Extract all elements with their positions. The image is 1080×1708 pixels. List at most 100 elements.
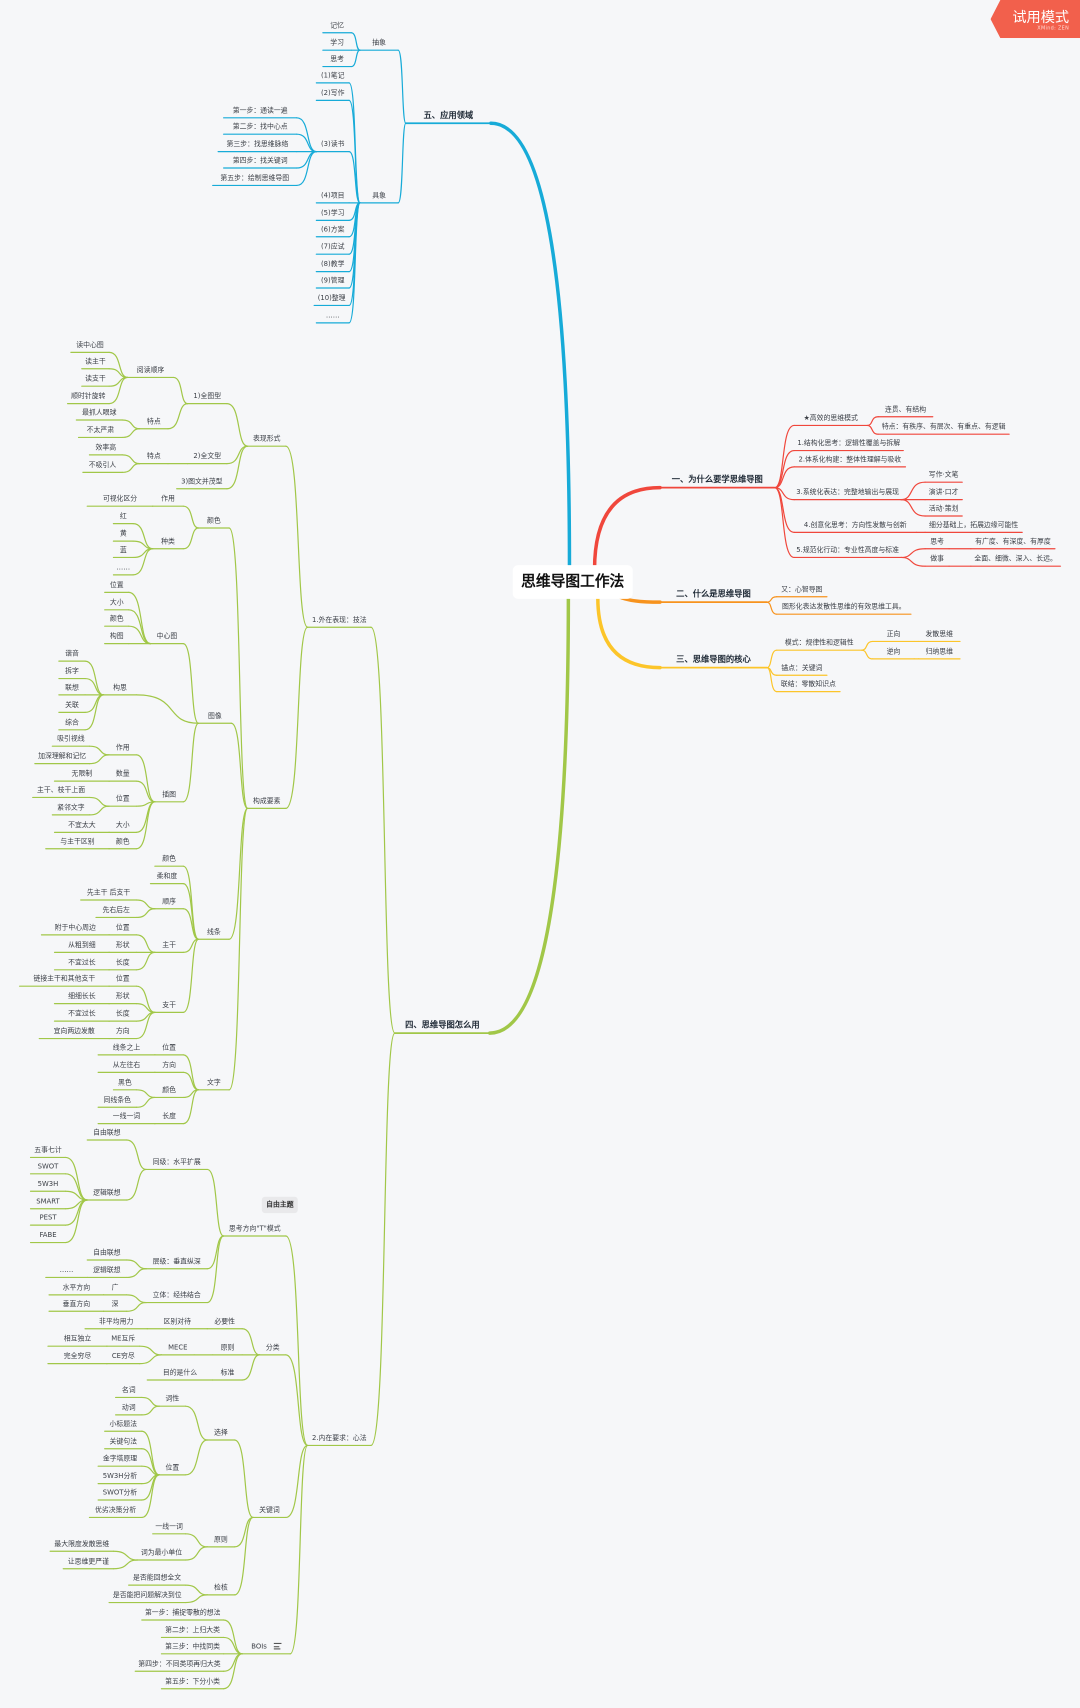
subtopic[interactable]: 写作·文笔 — [925, 470, 962, 481]
subtopic[interactable]: 五事七计 — [31, 1145, 66, 1156]
subtopic[interactable]: 第二步：找中心点 — [224, 122, 297, 133]
floating-topic[interactable]: 自由主题 — [261, 1196, 299, 1214]
subtopic[interactable]: 文字 — [199, 1078, 230, 1089]
subtopic[interactable]: 逆向 — [873, 647, 914, 658]
subtopic[interactable]: 宜向两边发散 — [39, 1027, 109, 1038]
subtopic[interactable]: 相互独立 — [48, 1334, 107, 1345]
subtopic[interactable]: 最抓人眼球 — [76, 408, 122, 419]
subtopic[interactable]: 位置 — [155, 1043, 183, 1054]
subtopic[interactable]: 2)全文型 — [188, 452, 227, 463]
subtopic[interactable]: 原则 — [207, 1535, 234, 1546]
subtopic[interactable]: BOIs — [242, 1642, 290, 1653]
subtopic[interactable]: 选择 — [207, 1428, 234, 1439]
subtopic[interactable]: 第五步：下分小类 — [161, 1677, 223, 1688]
subtopic[interactable]: 原则 — [213, 1343, 242, 1354]
subtopic[interactable]: 主干、枝干上面 — [33, 785, 90, 796]
subtopic[interactable]: 名词 — [116, 1385, 142, 1396]
subtopic[interactable]: 同级：水平扩展 — [146, 1157, 207, 1168]
notes-icon[interactable] — [273, 1642, 282, 1651]
subtopic[interactable]: 1.结构化思考：逻辑性覆盖与拆解 — [794, 439, 903, 450]
subtopic[interactable]: 模式：规律性和逻辑性 — [777, 638, 862, 649]
subtopic[interactable]: 紧邻文字 — [52, 803, 89, 814]
subtopic[interactable]: 细分基础上，拓展边缘可能性 — [925, 520, 1022, 531]
subtopic[interactable]: 是否能把问题解决到位 — [109, 1591, 185, 1602]
subtopic[interactable]: (4)项目 — [316, 191, 349, 202]
subtopic[interactable]: FABE — [31, 1231, 66, 1242]
subtopic[interactable]: 阅读顺序 — [128, 365, 174, 376]
subtopic[interactable]: 插图 — [155, 790, 183, 801]
subtopic[interactable]: (3)读书 — [316, 140, 349, 151]
subtopic[interactable]: 综合 — [59, 718, 85, 729]
subtopic[interactable]: 逻辑联想 — [87, 1265, 126, 1276]
subtopic[interactable]: 第五步：绘制思维导图 — [213, 173, 297, 184]
subtopic[interactable]: 数量 — [109, 769, 136, 780]
subtopic[interactable]: 2.内在要求：心法 — [308, 1433, 371, 1444]
subtopic[interactable]: …… — [113, 563, 133, 574]
subtopic[interactable]: ★高效的思维模式 — [794, 413, 867, 424]
subtopic[interactable]: 无限制 — [55, 769, 110, 780]
subtopic[interactable]: 让思维更严谨 — [63, 1557, 113, 1568]
subtopic[interactable]: 标准 — [213, 1368, 242, 1379]
subtopic[interactable]: 从左往右 — [98, 1060, 155, 1071]
subtopic[interactable]: (8)教学 — [316, 260, 349, 271]
subtopic[interactable]: 一线一词 — [98, 1112, 155, 1123]
subtopic[interactable]: 大小 — [105, 598, 129, 609]
subtopic[interactable]: 形状 — [109, 940, 136, 951]
subtopic[interactable]: 活动·策划 — [925, 504, 962, 515]
subtopic[interactable]: …… — [316, 311, 349, 322]
subtopic[interactable]: 第四步：找关键词 — [224, 156, 297, 167]
subtopic[interactable]: 读支干 — [82, 374, 109, 385]
subtopic[interactable]: 先右后左 — [96, 905, 136, 916]
main-topic[interactable]: 二、什么是思维导图 — [660, 588, 767, 601]
main-topic[interactable]: 一、为什么要学思维导图 — [660, 473, 775, 486]
subtopic[interactable]: 5.规范化行动：专业性高度与标准 — [794, 545, 901, 556]
subtopic[interactable]: SWOT — [31, 1162, 66, 1173]
subtopic[interactable]: 构成要素 — [248, 796, 286, 807]
subtopic[interactable]: 4.创意化思考：方向性发散与创新 — [794, 520, 916, 531]
subtopic[interactable]: 思考方向"T"模式 — [224, 1224, 286, 1235]
subtopic[interactable]: 长度 — [155, 1112, 183, 1123]
subtopic[interactable]: 第一步：通读一遍 — [224, 106, 297, 117]
subtopic[interactable]: CE穷尽 — [107, 1352, 140, 1363]
subtopic[interactable]: 先主干 后支干 — [81, 888, 137, 899]
subtopic[interactable]: 颜色 — [105, 614, 129, 625]
subtopic[interactable]: 附于中心周边 — [41, 923, 109, 934]
subtopic[interactable]: 关联 — [59, 700, 85, 711]
subtopic[interactable]: 是否能回想全文 — [129, 1573, 186, 1584]
subtopic[interactable]: 链接主干和其他支干 — [20, 974, 109, 985]
subtopic[interactable]: (9)管理 — [316, 276, 349, 287]
subtopic[interactable]: 具象 — [360, 191, 398, 202]
subtopic[interactable]: 水平方向 — [49, 1283, 104, 1294]
subtopic[interactable]: 区别对待 — [147, 1317, 207, 1328]
subtopic[interactable]: 颜色 — [155, 1085, 183, 1096]
subtopic[interactable]: 同线条色 — [98, 1095, 136, 1106]
main-topic[interactable]: 五、应用领域 — [406, 109, 491, 122]
subtopic[interactable]: 5W3H分析 — [98, 1472, 142, 1483]
subtopic[interactable]: 从粗到细 — [55, 940, 110, 951]
subtopic[interactable]: 锚点：关键词 — [777, 663, 827, 674]
subtopic[interactable]: 目的是什么 — [147, 1368, 212, 1379]
subtopic[interactable]: 发散思维 — [919, 629, 960, 640]
subtopic[interactable]: 位置 — [109, 794, 136, 805]
subtopic[interactable]: 动词 — [116, 1403, 142, 1414]
subtopic[interactable]: 必要性 — [207, 1317, 242, 1328]
subtopic[interactable]: 颜色 — [109, 837, 136, 848]
subtopic[interactable]: 颜色 — [155, 854, 183, 865]
subtopic[interactable]: 垂直方向 — [49, 1299, 104, 1310]
subtopic[interactable]: 图像 — [199, 711, 232, 722]
subtopic[interactable]: 读主干 — [82, 357, 109, 368]
subtopic[interactable]: 不宜过长 — [55, 1009, 110, 1020]
subtopic[interactable]: 黑色 — [113, 1078, 136, 1089]
subtopic[interactable]: 正向 — [873, 629, 914, 640]
subtopic[interactable]: 立体：经纬结合 — [146, 1291, 207, 1302]
subtopic[interactable]: 连贯、有结构 — [878, 405, 933, 416]
subtopic[interactable]: 第三步：中找同类 — [161, 1642, 223, 1653]
subtopic[interactable]: 第一步：捕捉零散的想法 — [142, 1608, 224, 1619]
subtopic[interactable]: 拆字 — [59, 667, 85, 678]
subtopic[interactable]: 不吸引人 — [83, 460, 122, 471]
subtopic[interactable]: 一线一词 — [153, 1522, 186, 1533]
subtopic[interactable]: (6)方案 — [316, 225, 349, 236]
subtopic[interactable]: 不宜过长 — [55, 958, 110, 969]
subtopic[interactable]: 第三步：找思维脉络 — [218, 140, 297, 151]
